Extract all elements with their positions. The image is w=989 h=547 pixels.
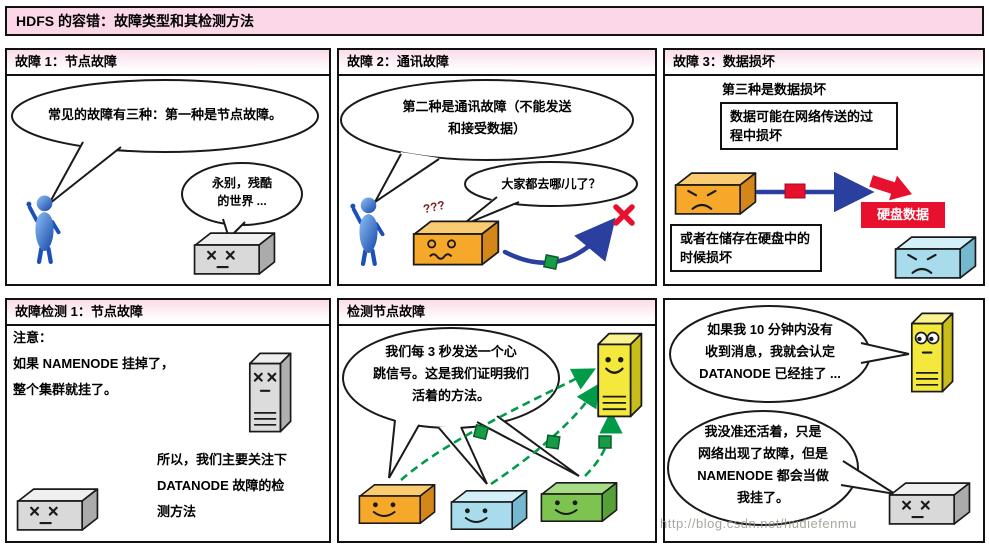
bubble-text: 跳信号。这是我们证明我们 <box>372 366 529 381</box>
heartbeat-packet-icon <box>598 435 612 449</box>
namenode-icon <box>597 332 643 418</box>
disk-data-label: 硬盘数据 <box>861 202 945 228</box>
sad-datanode-icon <box>674 172 757 215</box>
panel5-graphics <box>342 327 643 531</box>
page-title: HDFS 的容错：故障类型和其检测方法 <box>5 6 984 36</box>
panel-fault1-node-failure: 故障 1：节点故障 常见的故障有三种：第一种是节点故障。 永别，残酷 的世界 .… <box>5 48 331 286</box>
panel-detect-node-failure: 检测节点故障 <box>337 298 657 543</box>
heartbeat-arrow <box>400 368 596 481</box>
bubble-text: 我挂了。 <box>736 490 789 505</box>
bubble-text: 网络出现了故障，但是 <box>697 446 828 461</box>
bubble-text: 活着的方法。 <box>411 388 490 403</box>
panel2-graphics <box>340 79 638 270</box>
bubble-text: 大家都去哪/儿了？ <box>501 177 601 191</box>
panel-title: 故障 1：节点故障 <box>7 50 329 76</box>
heartbeat-arrow <box>584 410 623 477</box>
speech-bubble <box>11 79 319 153</box>
dead-datanode-icon <box>888 482 971 525</box>
note-text: 或者在储存在硬盘中的 <box>680 231 811 246</box>
heading-text: 第三种是数据损坏 <box>722 82 827 97</box>
dead-datanode-icon <box>16 488 99 531</box>
datanode-blue-icon <box>450 489 528 531</box>
panel6-graphics <box>667 305 971 526</box>
panel-detection1-node-failure: 故障检测 1：节点故障 注意： 如果 NAMENODE 挂掉了， 整个集群就挂了… <box>5 298 331 543</box>
conclusion-text: 测方法 <box>157 504 197 519</box>
panel-namenode-verdict: 如果我 10 分钟内没有 收到消息，我就会认定 DATANODE 已经挂了 ..… <box>663 298 985 543</box>
bubble-text: 如果我 10 分钟内没有 <box>707 322 833 337</box>
note-heading: 注意： <box>13 330 53 345</box>
note-text: 程中损坏 <box>730 128 783 143</box>
note-box: 或者在储存在硬盘中的 时候损坏 <box>670 224 822 272</box>
panel-title: 检测节点故障 <box>339 300 655 326</box>
note-box: 数据可能在网络传送的过 程中损坏 <box>720 102 898 150</box>
failed-send-arrow <box>502 217 616 265</box>
corrupt-arrow-icon <box>869 175 913 201</box>
dead-namenode-icon <box>248 352 292 433</box>
bubble-text: DATANODE 已经挂了 ... <box>699 366 841 381</box>
datanode-orange-icon <box>358 483 436 525</box>
speech-bubble <box>340 79 634 161</box>
speech-bubble <box>464 161 638 207</box>
bubble-text: 和接受数据） <box>447 121 526 136</box>
surprised-namenode-icon <box>910 312 954 393</box>
note-text: 整个集群就挂了。 <box>13 382 118 397</box>
panel-fault3-data-corruption: 故障 3：数据损坏 第三种是数据损坏 数据可能在网络传送的过 程中损坏 <box>663 48 985 286</box>
panel3-graphics <box>674 171 977 279</box>
panel-title: 故障 2：通讯故障 <box>339 50 655 76</box>
datanode-green-icon <box>540 481 618 523</box>
bubble-text: 常见的故障有三种：第一种是节点故障。 <box>47 107 282 122</box>
confused-datanode-icon <box>412 220 500 266</box>
dead-datanode-icon <box>193 232 276 275</box>
bubble-text: 收到消息，我就会认定 <box>704 344 835 359</box>
heartbeat-packet-icon <box>545 434 561 450</box>
panel-fault2-communication-failure: 故障 2：通讯故障 第二种是通讯故障（不能发送 <box>337 48 657 286</box>
corrupt-data-block-icon <box>784 183 806 199</box>
bubble-text: 第二种是通讯故障（不能发送 <box>402 99 572 114</box>
data-packet-icon <box>543 254 559 270</box>
sad-disk-icon <box>894 236 977 279</box>
bubble-text: 我没准还活着，只是 <box>704 424 822 439</box>
bubble-text: 的世界 ... <box>217 194 267 208</box>
bubble-text: 我们每 3 秒发送一个心 <box>385 344 517 359</box>
bubble-text: NAMENODE 都会当做 <box>697 468 829 483</box>
panel1-graphics <box>11 79 319 275</box>
note-text: 数据可能在网络传送的过 <box>730 109 874 124</box>
heartbeat-packet-icon <box>472 423 490 441</box>
watermark-text: http://blog.csdn.net/hudiefenmu <box>660 516 857 531</box>
person-icon <box>26 196 58 262</box>
note-text: 如果 NAMENODE 挂掉了， <box>13 356 175 371</box>
bubble-text: 永别，残酷 <box>211 176 272 190</box>
thought-bubble <box>667 410 859 526</box>
person-icon <box>350 198 382 264</box>
conclusion-text: DATANODE 故障的检 <box>157 478 285 493</box>
panel-title: 故障检测 1：节点故障 <box>7 300 329 326</box>
conclusion-text: 所以，我们主要关注下 <box>157 452 288 467</box>
note-text: 时候损坏 <box>680 250 733 265</box>
panel-title: 故障 3：数据损坏 <box>665 50 983 76</box>
